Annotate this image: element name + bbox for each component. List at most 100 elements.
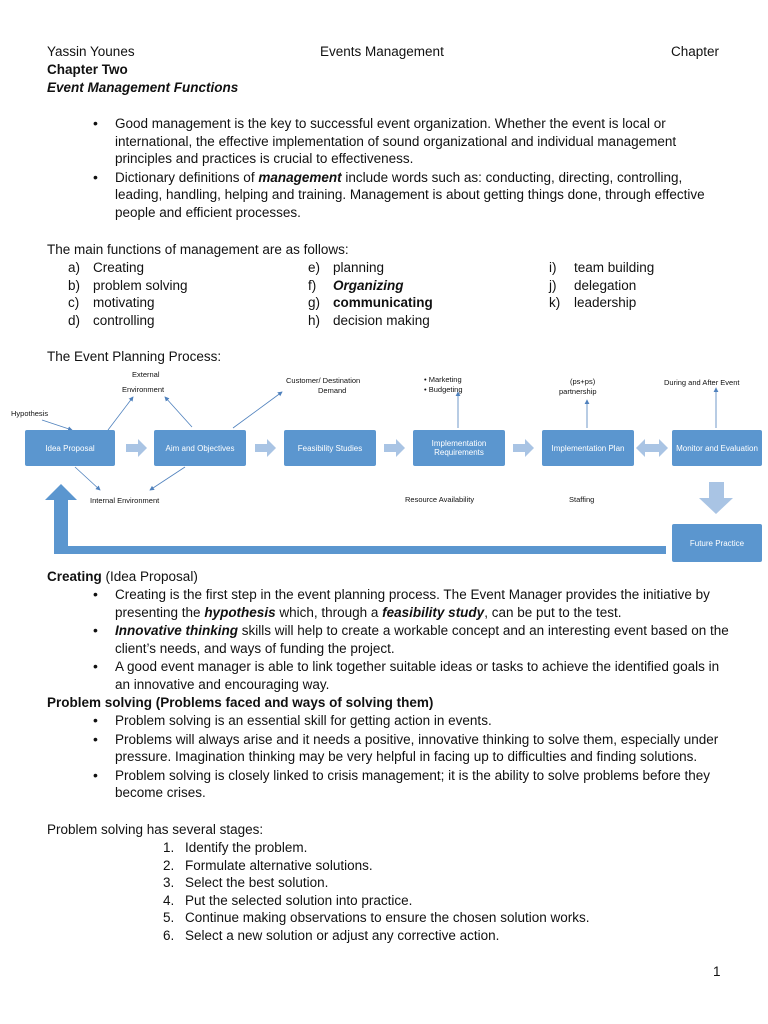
planning-heading: The Event Planning Process:	[47, 349, 222, 364]
node-feasibility-studies: Feasibility Studies	[284, 430, 376, 466]
function-letter: k)	[549, 295, 561, 310]
function-text: planning	[333, 260, 385, 275]
function-item: k)leadership	[549, 294, 654, 312]
header-author: Yassin Younes	[47, 44, 135, 59]
function-text: communicating	[333, 295, 433, 310]
functions-col-2: e)planning f)Organizing g)communicating …	[308, 259, 433, 329]
problem-bullet-2: Problems will always arise and it needs …	[90, 731, 730, 766]
function-item: h) decision making	[308, 312, 433, 330]
label-customer: Customer/ Destination	[286, 376, 361, 385]
creating-b1-em1: hypothesis	[204, 604, 276, 620]
stages-list: 1.Identify the problem. 2.Formulate alte…	[163, 839, 589, 944]
stage-text: Continue making observations to ensure t…	[185, 910, 590, 925]
connector-line	[232, 391, 283, 429]
function-item: e) planning	[308, 259, 433, 277]
stage-text: Select the best solution.	[185, 875, 329, 890]
creating-b1-c: , can be put to the test.	[484, 604, 622, 620]
page-number: 1	[713, 964, 721, 979]
node-future-practice: Future Practice	[672, 524, 762, 562]
label-marketing-text: Marketing	[428, 375, 462, 384]
connector-line	[107, 396, 134, 431]
creating-b1-em2: feasibility study	[382, 604, 485, 620]
bullet-icon: •	[424, 385, 429, 394]
event-planning-diagram: Idea Proposal Aim and Objectives Feasibi…	[0, 364, 768, 564]
problem-b3: Problem solving is closely linked to cri…	[115, 767, 711, 801]
label-demand: Demand	[318, 386, 347, 395]
stage-number: 1.	[163, 840, 175, 855]
function-item: i) team building	[549, 259, 654, 277]
header-chapter: Chapter	[671, 44, 720, 59]
function-item: d) controlling	[68, 312, 188, 330]
creating-b1-b: which, through a	[275, 604, 383, 620]
creating-b3: A good event manager is able to link tog…	[115, 659, 720, 692]
flow-arrow	[126, 439, 147, 457]
label-marketing: • Marketing	[424, 375, 462, 385]
function-letter: i)	[549, 260, 557, 275]
function-letter: h)	[308, 312, 321, 328]
stage-item: 1.Identify the problem.	[163, 839, 589, 857]
function-text: decision making	[333, 312, 430, 328]
stage-item: 4.Put the selected solution into practic…	[163, 892, 589, 910]
function-text: controlling	[93, 312, 155, 328]
stage-number: 4.	[163, 892, 175, 908]
label-partnership: partnership	[559, 387, 597, 396]
function-item: f)Organizing	[308, 277, 433, 295]
creating-b2-rest: skills will help to create a workable co…	[115, 623, 729, 656]
connector-line	[74, 466, 101, 491]
function-text: motivating	[93, 295, 155, 310]
function-text: Creating	[93, 260, 145, 275]
problem-heading: Problem solving (Problems faced and ways…	[47, 695, 434, 710]
intro-bullet-1: Good management is the key to successful…	[90, 115, 730, 168]
stages-heading: Problem solving has several stages:	[47, 822, 264, 837]
function-letter: c)	[68, 295, 80, 310]
creating-bullet-2: Innovative thinking skills will help to …	[90, 622, 730, 657]
function-letter: a)	[68, 260, 81, 275]
function-text: problem solving	[93, 277, 188, 293]
functions-heading: The main functions of management are as …	[47, 242, 349, 257]
connector-line	[164, 396, 193, 428]
intro-bullet-2-emphasis: management	[258, 169, 342, 185]
functions-col-1: a)Creating b)problem solving c)motivatin…	[68, 259, 188, 329]
node-implementation-requirements: Implementation Requirements	[413, 430, 505, 466]
node-implementation-plan: Implementation Plan	[542, 430, 634, 466]
intro-bullet-2-pre: Dictionary definitions of	[115, 169, 259, 185]
flow-arrow	[513, 439, 534, 457]
header-course: Events Management	[320, 44, 444, 59]
stage-text: Select a new solution or adjust any corr…	[185, 927, 500, 943]
problem-b2: Problems will always arise and it needs …	[115, 731, 719, 765]
function-letter: j)	[549, 277, 557, 293]
problem-bullets: Problem solving is an essential skill fo…	[90, 712, 730, 803]
function-item: j)delegation	[549, 277, 654, 295]
creating-bullet-1: Creating is the first step in the event …	[90, 586, 730, 621]
function-text: team building	[574, 260, 655, 275]
creating-bullet-3: A good event manager is able to link tog…	[90, 658, 730, 693]
function-letter: e)	[308, 260, 321, 275]
node-idea-proposal: Idea Proposal	[25, 430, 115, 466]
problem-bullet-1: Problem solving is an essential skill fo…	[90, 712, 730, 730]
creating-heading: Creating (Idea Proposal)	[47, 568, 198, 586]
stage-number: 6.	[163, 927, 175, 943]
label-hypothesis: Hypothesis	[11, 409, 49, 418]
chapter-subtitle: Event Management Functions	[47, 80, 239, 95]
chapter-title: Chapter Two	[47, 62, 128, 77]
label-budgeting: • Budgeting	[424, 385, 463, 395]
problem-b1: Problem solving is an essential skill fo…	[115, 713, 492, 728]
diagram-connectors	[41, 387, 733, 554]
function-text: Organizing	[333, 277, 404, 293]
label-budgeting-text: Budgeting	[428, 385, 463, 394]
node-monitor-evaluation: Monitor and Evaluation	[672, 430, 762, 466]
double-arrow	[636, 439, 668, 457]
function-item: c) motivating	[68, 294, 188, 312]
intro-bullet-2-post: include words such as: conducting, direc…	[115, 169, 705, 220]
label-internal: Internal Environment	[90, 496, 160, 505]
stage-item: 3.Select the best solution.	[163, 874, 589, 892]
intro-bullets: Good management is the key to successful…	[90, 115, 730, 222]
stage-item: 5.Continue making observations to ensure…	[163, 909, 589, 927]
intro-bullet-2: Dictionary definitions of management inc…	[90, 169, 730, 222]
function-letter: d)	[68, 312, 81, 328]
function-item: a) Creating	[68, 259, 188, 277]
stage-number: 2.	[163, 857, 175, 873]
flow-arrow	[384, 439, 405, 457]
creating-heading-rest: (Idea Proposal)	[101, 569, 198, 584]
stage-item: 6. Select a new solution or adjust any co…	[163, 927, 589, 945]
